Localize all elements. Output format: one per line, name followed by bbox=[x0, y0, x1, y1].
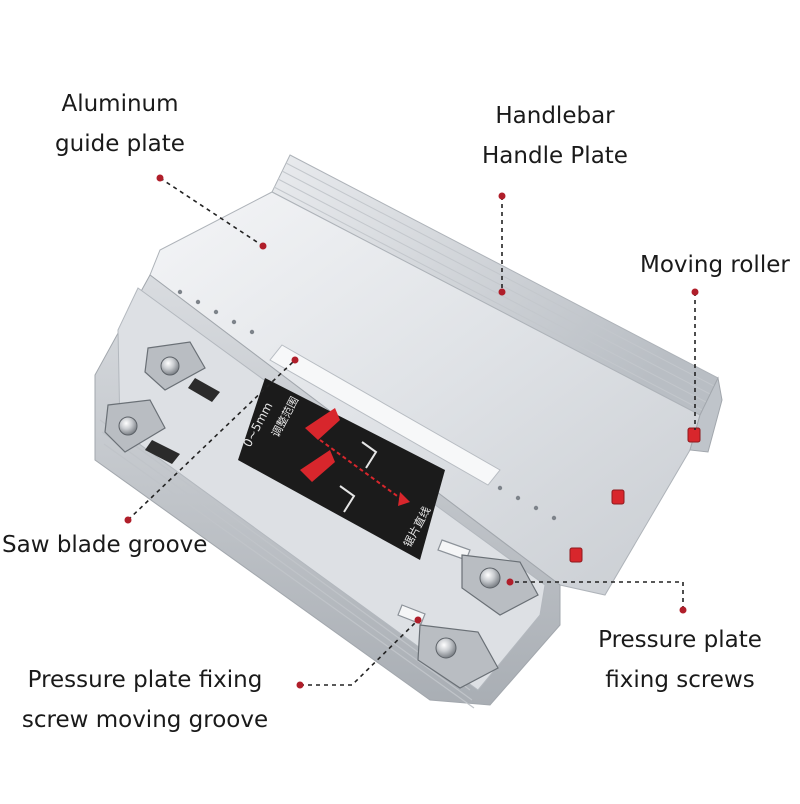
dot-handle-plate-start bbox=[498, 192, 506, 200]
leader-saw-blade-groove bbox=[127, 359, 296, 521]
dot-guide-plate-start bbox=[156, 174, 164, 182]
label-handlebar-line2: Handle Plate bbox=[482, 143, 628, 169]
label-moving-groove-line1: Pressure plate fixing bbox=[27, 667, 263, 693]
clamp-lower-right-1 bbox=[461, 554, 539, 616]
leader-lines bbox=[127, 177, 696, 686]
dot-handle-plate-end bbox=[498, 288, 506, 296]
label-screw-moving-groove: Pressure plate fixing screw moving groov… bbox=[10, 660, 280, 740]
label-saw-blade-groove-line1: Saw blade groove bbox=[2, 532, 208, 558]
label-moving-groove-line2: screw moving groove bbox=[21, 707, 269, 733]
clamp-mid-left bbox=[104, 399, 180, 464]
label-pressure-plate-fixing-screws: Pressure plate fixing screws bbox=[580, 620, 780, 700]
label-fixing-screws-line2: fixing screws bbox=[605, 667, 755, 693]
label-aluminum-guide-plate-line1: Aluminum bbox=[61, 91, 179, 117]
dot-fixing-screws-start bbox=[679, 606, 687, 614]
leader-dots bbox=[124, 174, 699, 689]
label-moving-roller: Moving roller bbox=[640, 245, 790, 285]
clamp-lower-right-2 bbox=[417, 624, 499, 689]
dot-fixing-screws-end bbox=[506, 578, 514, 586]
label-moving-roller-line1: Moving roller bbox=[640, 252, 790, 278]
dot-saw-groove-end bbox=[291, 356, 299, 364]
dot-moving-roller-start bbox=[691, 288, 699, 296]
leader-moving-groove bbox=[300, 619, 419, 686]
rail-holes bbox=[177, 289, 557, 521]
label-fixing-screws-line1: Pressure plate bbox=[598, 627, 762, 653]
clamp-top-left bbox=[144, 341, 220, 402]
label-handlebar-line1: Handlebar bbox=[495, 103, 615, 129]
saw-blade-groove-slot bbox=[269, 344, 501, 486]
handle-plate-ridge-lines bbox=[273, 162, 715, 411]
label-saw-blade-groove: Saw blade groove bbox=[2, 525, 207, 565]
label-aluminum-guide-plate: Aluminum guide plate bbox=[30, 84, 210, 164]
dot-moving-groove-start bbox=[296, 681, 304, 689]
dot-guide-plate-end bbox=[259, 242, 267, 250]
label-handlebar-handle-plate: Handlebar Handle Plate bbox=[455, 96, 655, 176]
leader-fixing-screws bbox=[510, 581, 684, 610]
dot-moving-groove-end bbox=[414, 616, 422, 624]
pressure-plate-edge-lines bbox=[99, 419, 475, 709]
dot-saw-groove-start bbox=[124, 516, 132, 524]
moving-rollers bbox=[569, 427, 701, 563]
label-aluminum-guide-plate-line2: guide plate bbox=[55, 131, 185, 157]
